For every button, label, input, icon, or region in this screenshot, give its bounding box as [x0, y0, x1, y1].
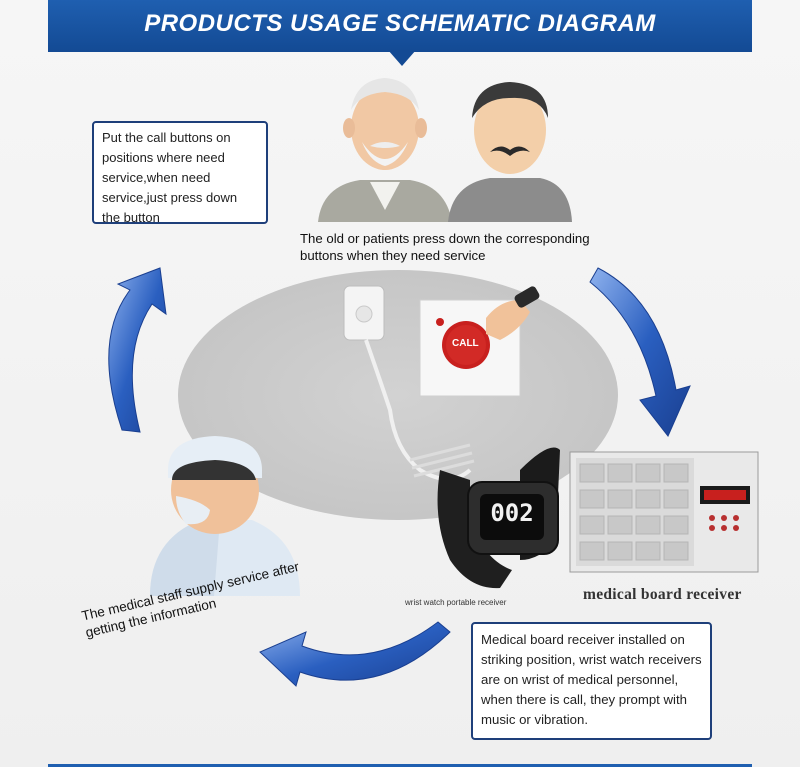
receiver-note: Medical board receiver installed on stri…: [471, 622, 712, 740]
